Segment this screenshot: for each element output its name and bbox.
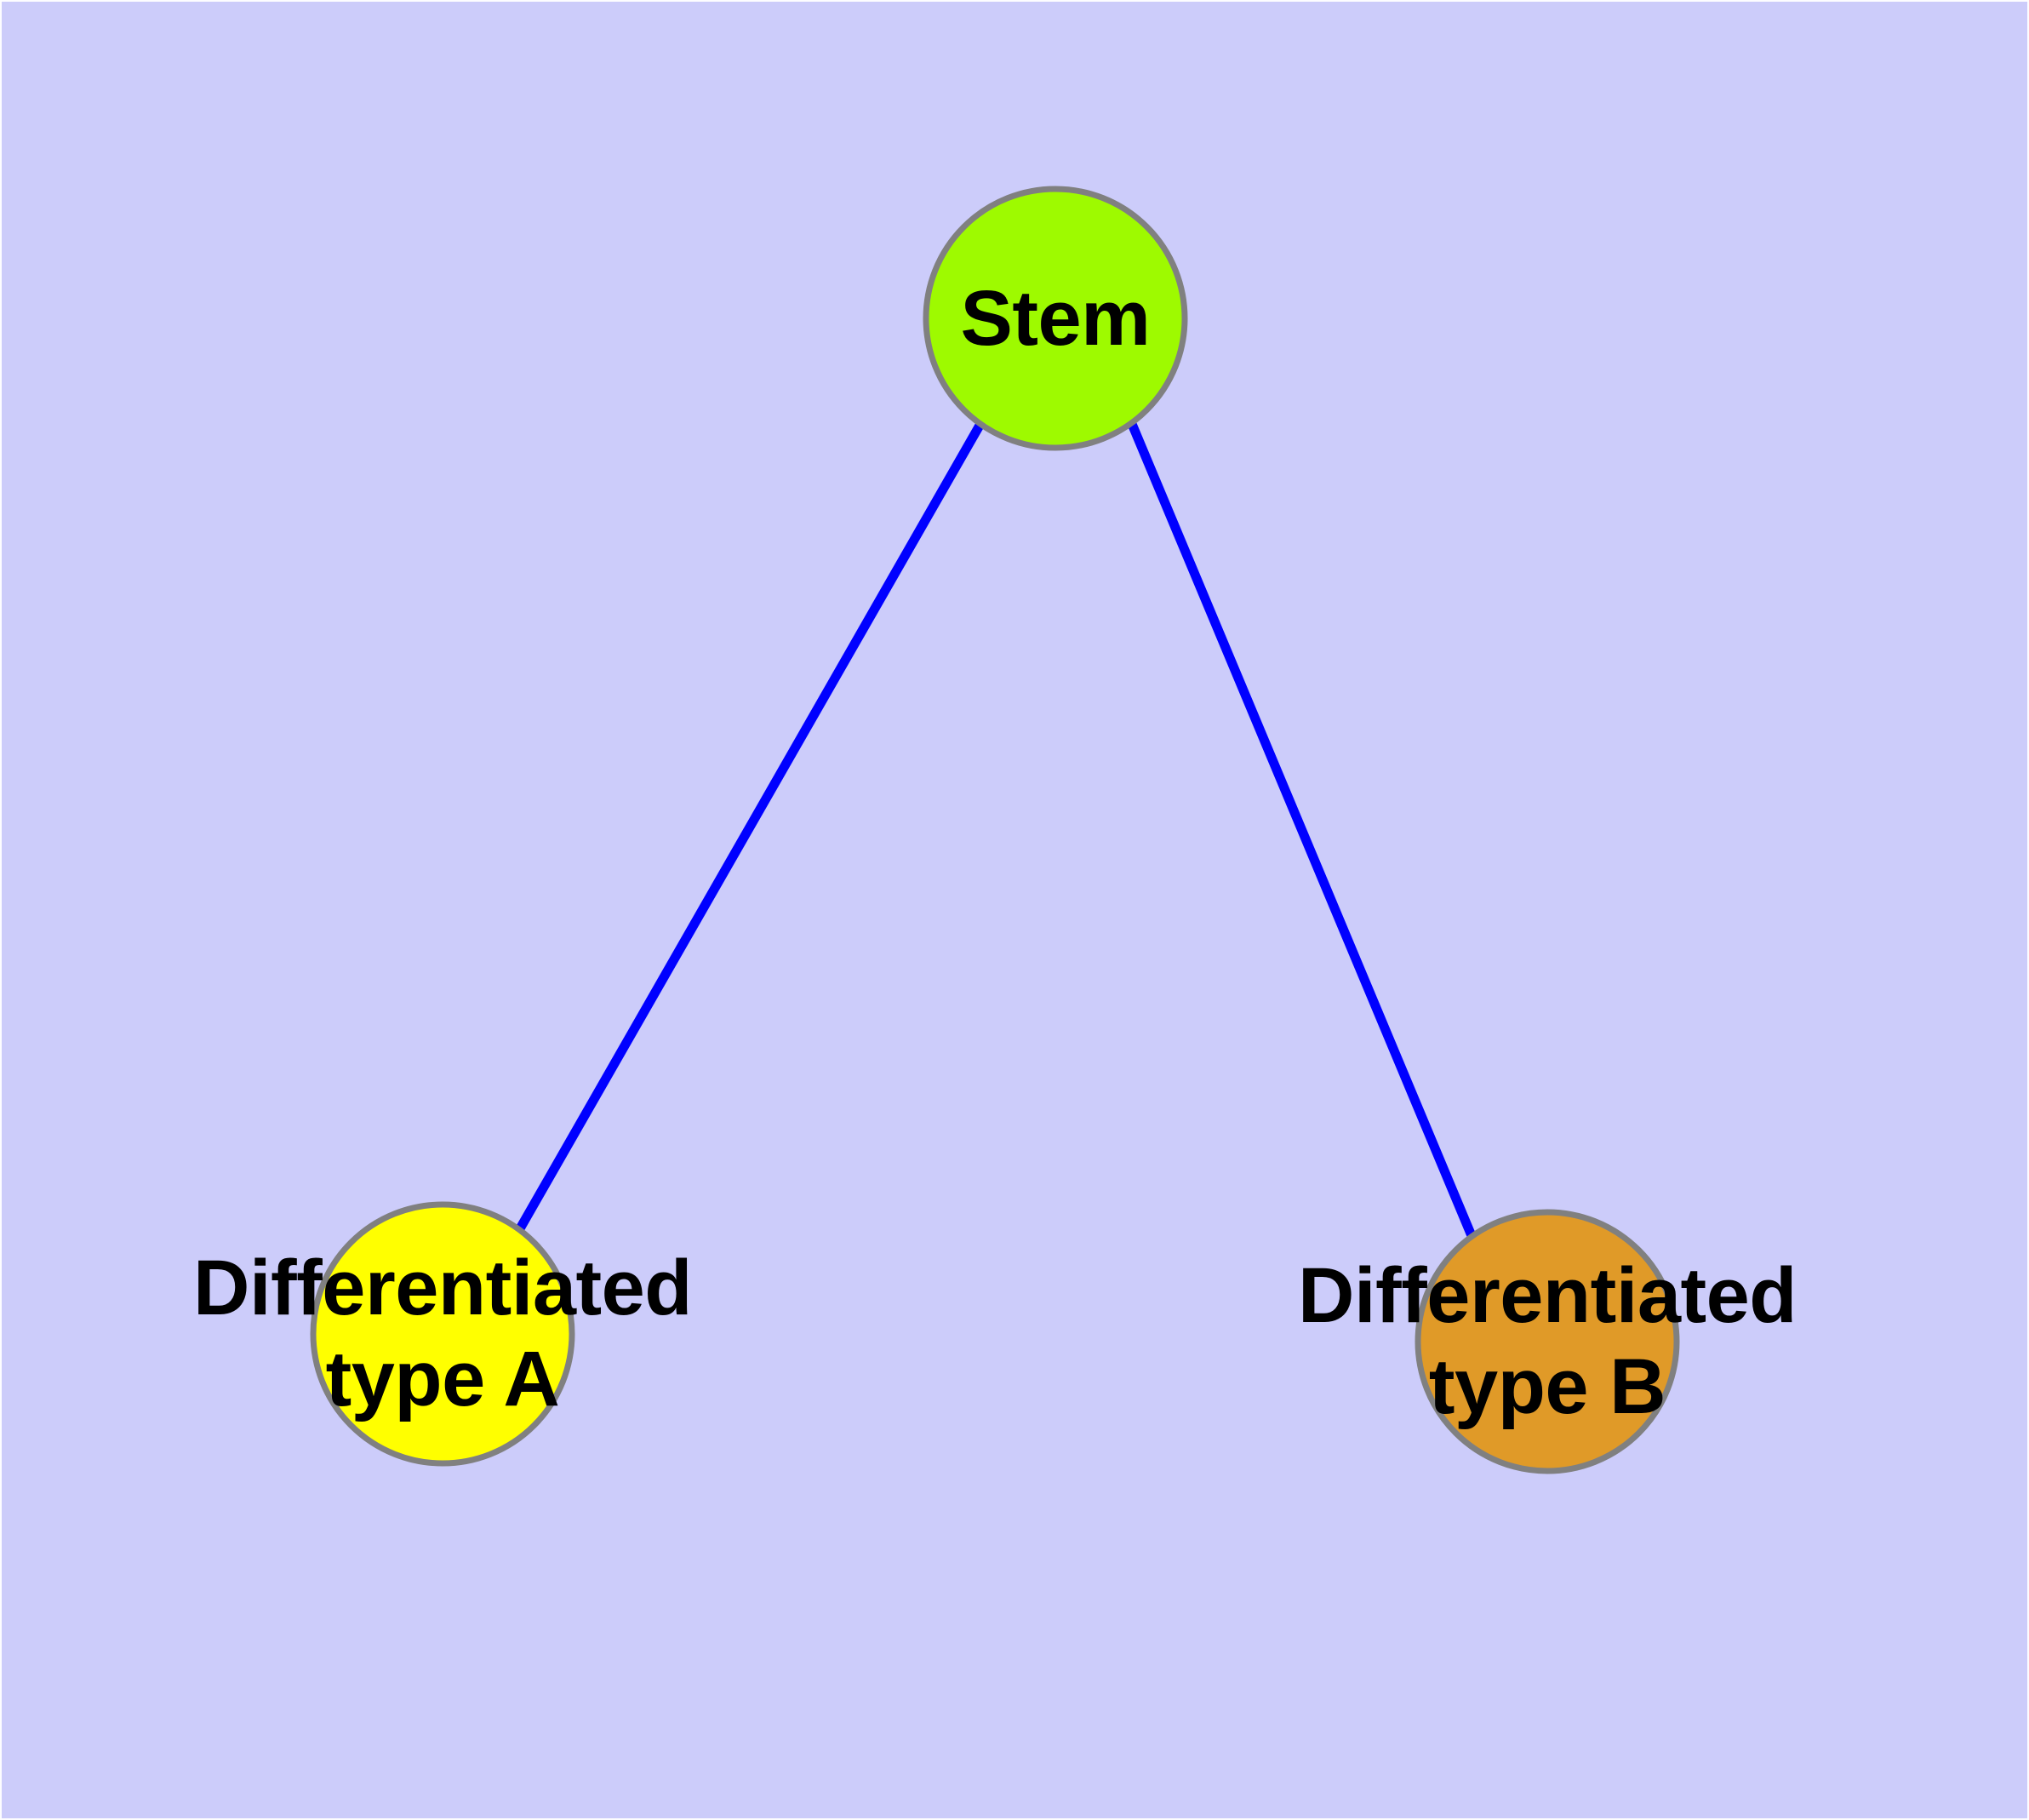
edge-stem-to-differentiated-type-a[interactable] [515, 421, 985, 1233]
edge-layer [515, 421, 1477, 1240]
edge-stem-to-differentiated-type-b[interactable] [1127, 421, 1477, 1240]
node-differentiated-type-a[interactable] [310, 1201, 575, 1467]
node-stem[interactable] [923, 186, 1188, 451]
node-differentiated-type-b[interactable] [1415, 1209, 1680, 1474]
node-layer [310, 186, 1680, 1474]
